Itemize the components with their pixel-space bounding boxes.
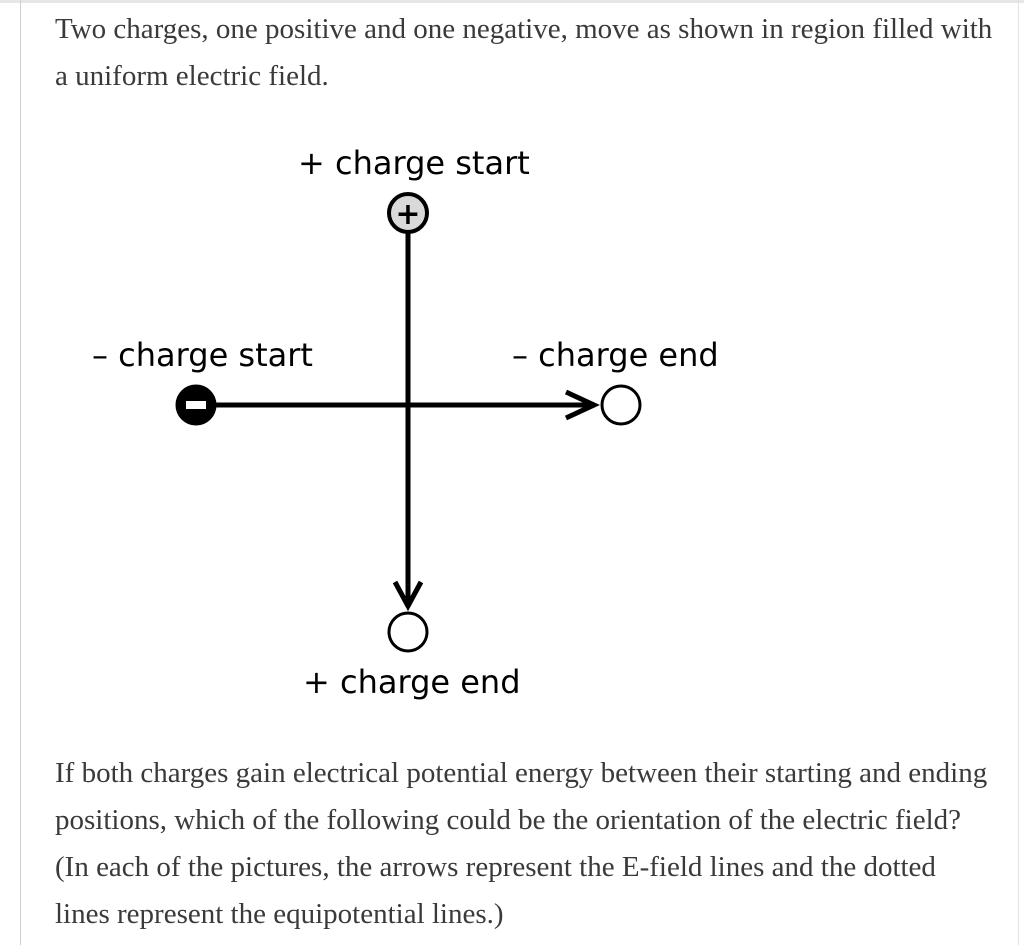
top-border xyxy=(0,0,1024,3)
right-border xyxy=(1018,0,1019,945)
positive-end-label: + charge end xyxy=(303,663,521,701)
charge-motion-diagram: + + charge start – charge start – charge… xyxy=(92,144,719,701)
negative-end-open-circle-icon xyxy=(600,384,642,426)
circle-plus-icon: + xyxy=(387,192,429,234)
negative-end-label: – charge end xyxy=(512,336,719,374)
positive-symbol: + xyxy=(395,197,420,232)
negative-path-arrowhead xyxy=(564,389,600,421)
intro-paragraph: Two charges, one positive and one negati… xyxy=(55,13,993,92)
circle-minus-icon xyxy=(175,384,217,426)
left-border xyxy=(20,0,21,945)
positive-path-arrowhead xyxy=(392,580,424,612)
negative-start-label: – charge start xyxy=(92,336,313,374)
question-paragraph: If both charges gain electrical potentia… xyxy=(55,757,988,930)
positive-end-open-circle-icon xyxy=(387,611,429,653)
positive-start-label: + charge start xyxy=(298,144,530,182)
